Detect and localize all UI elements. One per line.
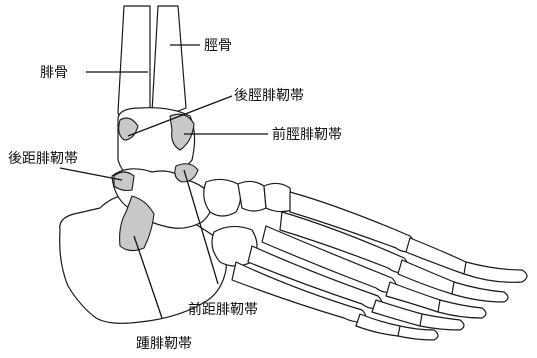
leader-posterior-talofibular [60, 168, 122, 180]
cuneiform-bone-1 [238, 181, 266, 211]
label-anterior-tibiofibular: 前脛腓靭帯 [272, 126, 342, 143]
label-anterior-talofibular: 前距腓靭帯 [188, 301, 258, 318]
phalanx-2b [452, 282, 508, 302]
navicular-bone [204, 179, 241, 216]
label-fibula: 腓骨 [40, 65, 68, 81]
tibia-bone [152, 6, 186, 113]
label-tibia: 脛骨 [204, 38, 232, 54]
label-calcaneofibular: 踵腓靭帯 [136, 336, 192, 352]
label-posterior-talofibular: 後距腓靭帯 [8, 151, 78, 167]
phalanx-1b [464, 262, 527, 282]
cuneiform-bone-2 [264, 183, 292, 211]
posterior-talofibular-ligament [114, 172, 134, 191]
label-posterior-tibiofibular: 後脛腓靭帯 [234, 88, 304, 104]
phalanx-3b [438, 300, 486, 318]
